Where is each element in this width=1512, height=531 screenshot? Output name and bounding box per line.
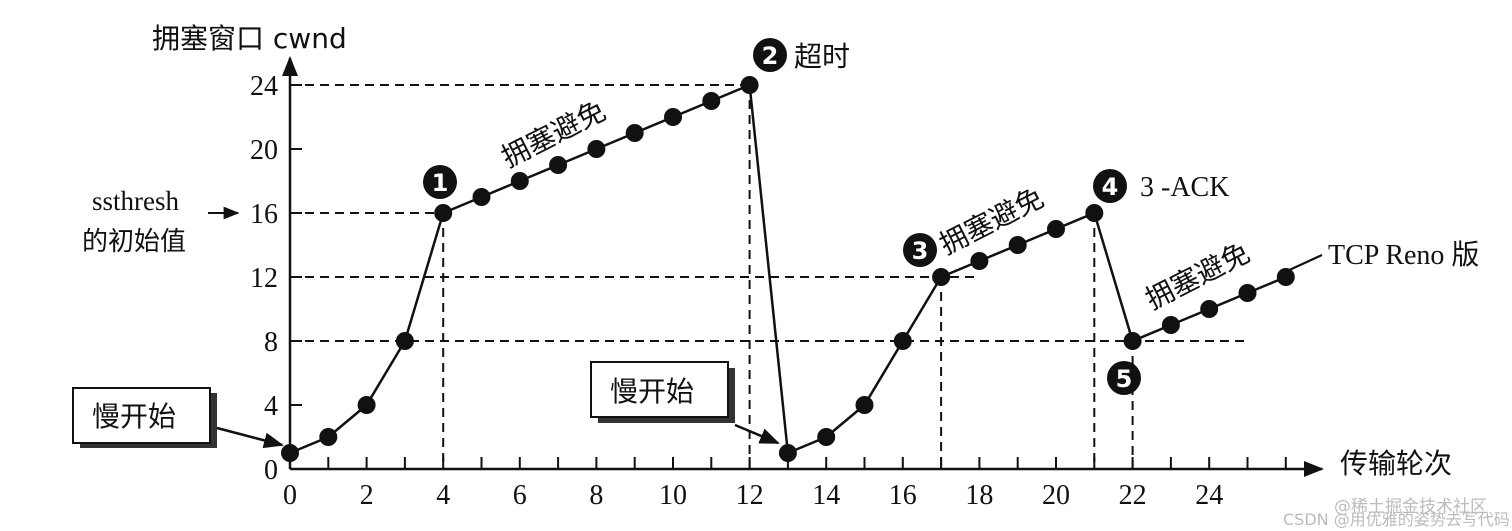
x-tick-label: 18 bbox=[965, 480, 993, 511]
x-tick-label: 14 bbox=[812, 480, 840, 511]
svg-text:2: 2 bbox=[762, 42, 779, 70]
x-tick-label: 10 bbox=[659, 480, 687, 511]
x-tick-label: 12 bbox=[736, 480, 764, 511]
data-point bbox=[357, 396, 376, 414]
data-point bbox=[1123, 332, 1142, 350]
y-tick-label: 4 bbox=[264, 391, 278, 422]
y-tick-label: 0 bbox=[264, 455, 278, 486]
x-tick-label: 0 bbox=[283, 480, 297, 511]
x-tick-label: 8 bbox=[589, 480, 603, 511]
data-point bbox=[893, 332, 912, 350]
slow-start-box-1: 慢开始 bbox=[72, 387, 284, 449]
svg-text:1: 1 bbox=[432, 169, 449, 197]
marker-1-icon: 1 bbox=[423, 165, 457, 199]
ssthresh-label: ssthresh bbox=[92, 186, 179, 216]
reno-leader-line bbox=[1284, 254, 1323, 273]
data-points bbox=[281, 76, 1295, 462]
y-tick-label: 24 bbox=[250, 71, 278, 102]
svg-text:3: 3 bbox=[912, 237, 929, 265]
watermark-juejin: @稀土掘金技术社区 bbox=[1334, 497, 1487, 517]
slow-start-box-2: 慢开始 bbox=[590, 361, 780, 445]
data-point bbox=[1085, 204, 1104, 222]
svg-text:慢开始: 慢开始 bbox=[92, 400, 176, 433]
x-tick-label: 24 bbox=[1195, 480, 1223, 511]
marker-2-icon: 2 bbox=[753, 38, 787, 72]
reference-lines bbox=[290, 84, 1248, 469]
x-tick-label: 4 bbox=[436, 480, 450, 511]
watermark-csdn: CSDN @用优雅的姿势去写代码 bbox=[1283, 510, 1510, 529]
marker-4-icon: 4 bbox=[1093, 169, 1127, 203]
data-point bbox=[625, 124, 644, 142]
x-tick-label: 16 bbox=[889, 480, 917, 511]
data-point bbox=[817, 428, 836, 446]
data-point bbox=[702, 92, 721, 110]
data-point bbox=[587, 140, 606, 158]
data-point bbox=[395, 332, 414, 350]
data-point bbox=[281, 444, 299, 462]
marker-5-icon: 5 bbox=[1107, 361, 1141, 395]
timeout-label: 超时 bbox=[794, 40, 850, 73]
marker-3-icon: 3 bbox=[903, 233, 937, 267]
svg-text:4: 4 bbox=[1102, 173, 1119, 201]
data-point bbox=[1008, 236, 1027, 254]
y-tick-label: 16 bbox=[250, 199, 278, 230]
y-tick-label: 20 bbox=[250, 135, 278, 166]
data-point bbox=[549, 156, 568, 174]
data-point bbox=[472, 188, 491, 206]
data-point bbox=[1238, 284, 1257, 302]
y-axis-title: 拥塞窗口 cwnd bbox=[152, 22, 347, 55]
series-line bbox=[289, 83, 1287, 455]
data-point bbox=[740, 76, 759, 94]
data-point bbox=[319, 428, 338, 446]
data-point bbox=[778, 444, 797, 462]
congestion-avoidance-label-2: 拥塞避免 bbox=[934, 181, 1049, 261]
three-ack-label: 3 -ACK bbox=[1140, 172, 1229, 203]
svg-text:5: 5 bbox=[1116, 365, 1133, 393]
data-point bbox=[932, 268, 951, 286]
x-tick-label: 22 bbox=[1119, 480, 1147, 511]
data-point bbox=[1276, 268, 1295, 286]
data-point bbox=[664, 108, 682, 126]
reno-label: TCP Reno 版 bbox=[1328, 239, 1479, 271]
ssthresh-initial-label: 的初始值 bbox=[82, 227, 186, 257]
congestion-avoidance-label-3: 拥塞避免 bbox=[1140, 236, 1255, 316]
data-point bbox=[1161, 316, 1180, 334]
y-tick-label: 12 bbox=[250, 263, 278, 294]
x-axis-title: 传输轮次 bbox=[1340, 447, 1452, 480]
data-point bbox=[1047, 220, 1065, 238]
x-tick-label: 2 bbox=[360, 480, 374, 511]
y-tick-label: 8 bbox=[264, 327, 278, 358]
x-tick-label: 20 bbox=[1042, 480, 1070, 511]
data-point bbox=[970, 252, 989, 270]
pointer-arrow-icon bbox=[734, 423, 780, 445]
data-point bbox=[434, 204, 453, 222]
pointer-arrow-icon bbox=[216, 426, 284, 449]
svg-text:慢开始: 慢开始 bbox=[610, 375, 694, 408]
data-point bbox=[1200, 300, 1219, 318]
data-point bbox=[510, 172, 529, 190]
x-tick-label: 6 bbox=[513, 480, 527, 511]
data-point bbox=[855, 396, 874, 414]
